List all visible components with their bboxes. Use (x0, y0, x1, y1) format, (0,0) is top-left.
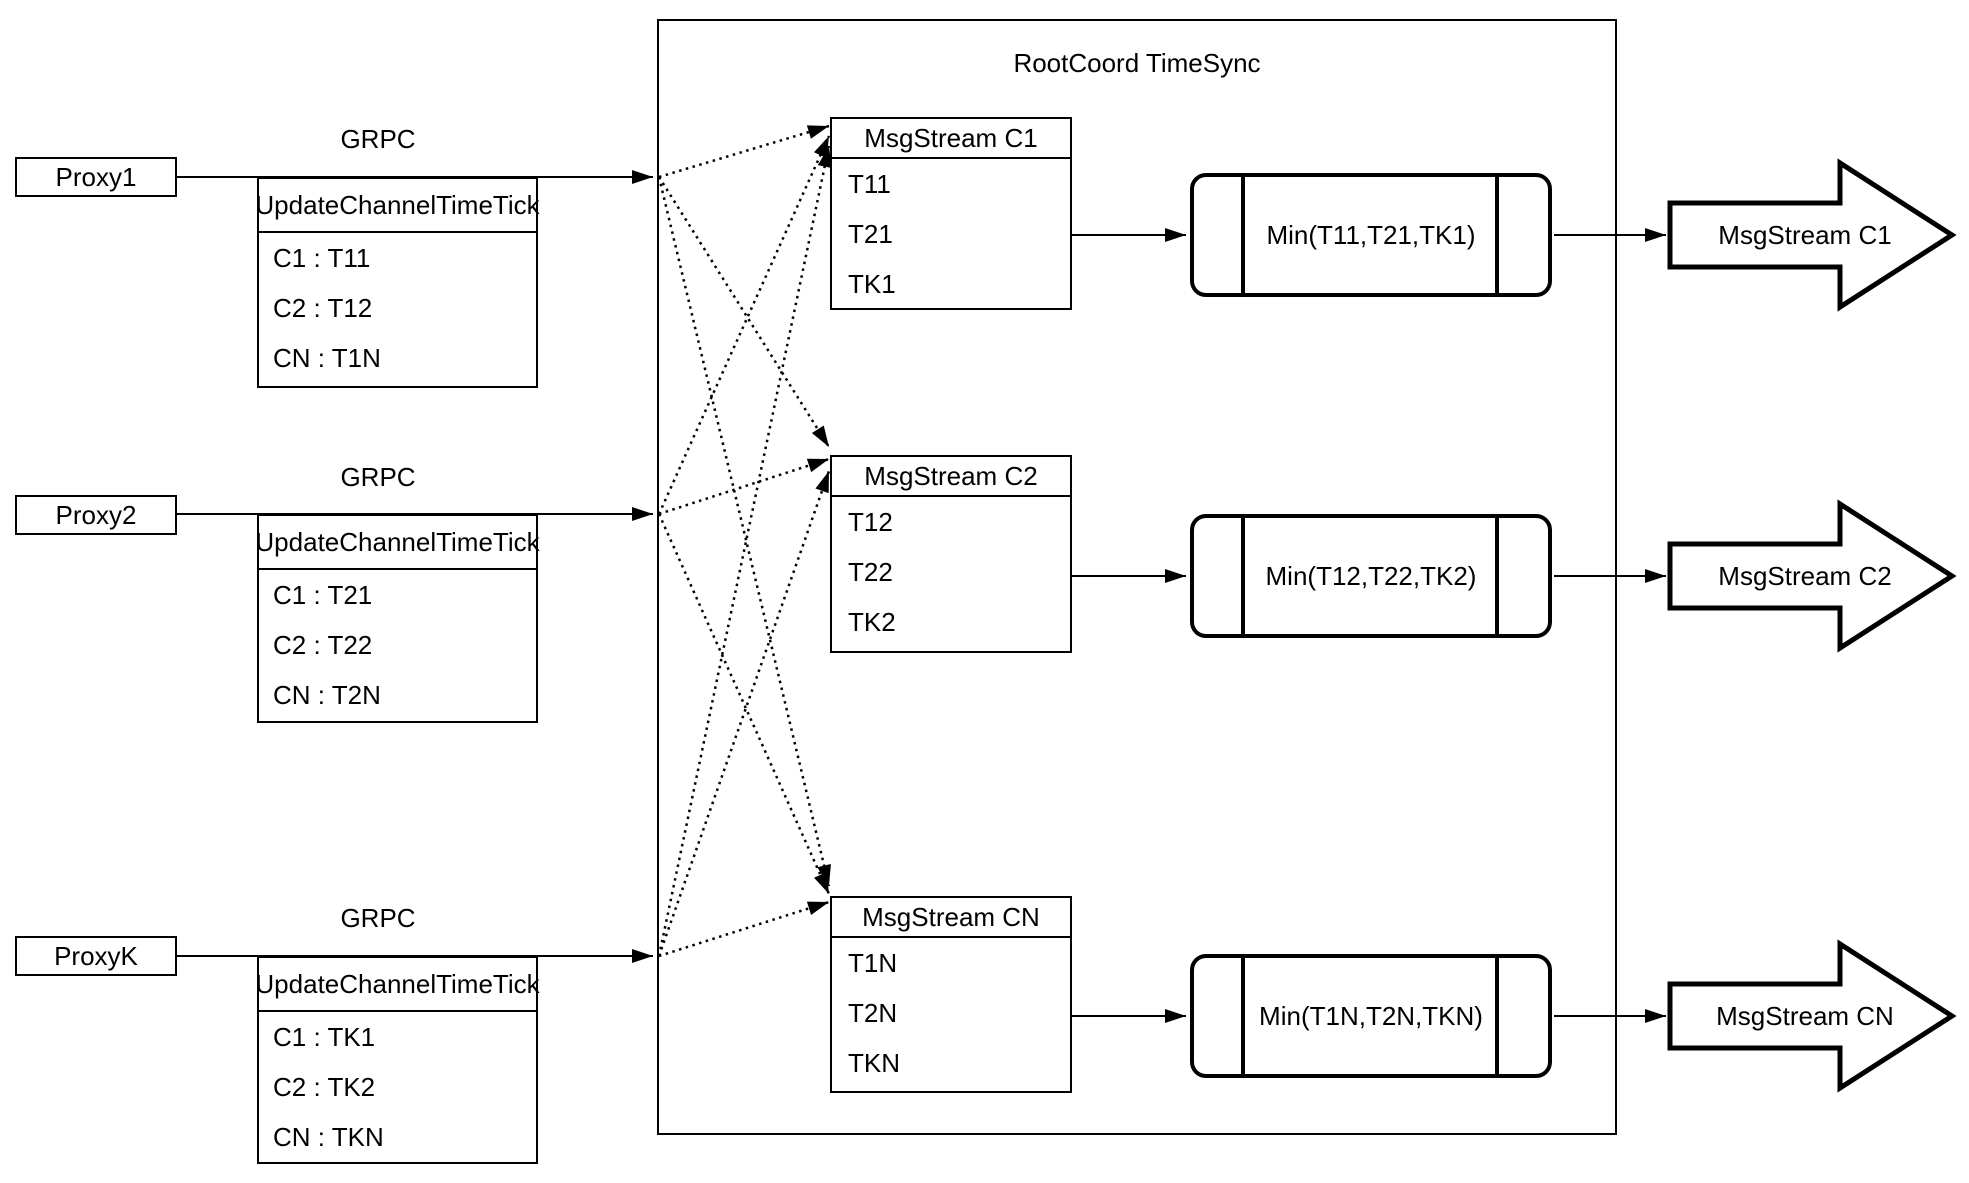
msgstream-table-header: MsgStream CN (832, 898, 1070, 938)
msgstream-table-row: T11 (848, 168, 891, 199)
proxy1-box: Proxy1 (15, 157, 177, 197)
update-timetick-table-1: UpdateChannelTimeTick C1 : T11 C2 : T12 … (255, 177, 540, 388)
output-arrow-label-3: MsgStream CN (1716, 1001, 1894, 1031)
update-timetick-table-2: UpdateChannelTimeTick C1 : T21 C2 : T22 … (255, 514, 540, 723)
min-right-divider (1495, 177, 1499, 293)
update-table-row: C2 : TK2 (273, 1071, 376, 1102)
min-label-3: Min(T1N,T2N,TKN) (1259, 1000, 1483, 1031)
msgstream-c1-table: MsgStream C1 T11 T21 TK1 (830, 117, 1072, 310)
fan-line-proxy2-to-cn (657, 513, 831, 895)
output-arrow-label-2: MsgStream C2 (1718, 561, 1892, 591)
min-aggregator-2: Min(T12,T22,TK2) (1190, 514, 1552, 638)
fan-line-proxyk-to-c1 (657, 145, 832, 957)
update-table-row: CN : T2N (273, 679, 381, 710)
min-right-divider (1495, 518, 1499, 634)
proxy2-box: Proxy2 (15, 495, 177, 535)
msgstream-table-row: T21 (848, 218, 893, 249)
min-right-divider (1495, 958, 1499, 1074)
msgstream-table-row: T22 (848, 556, 893, 587)
msgstream-table-row: TKN (848, 1047, 900, 1078)
proxy1-label: Proxy1 (55, 161, 137, 192)
msgstream-table-row: T12 (848, 506, 893, 537)
min-left-divider (1241, 177, 1245, 293)
min-label-1: Min(T11,T21,TK1) (1266, 219, 1476, 250)
msgstream-cn-table: MsgStream CN T1N T2N TKN (830, 896, 1072, 1093)
min-left-divider (1241, 518, 1245, 634)
fan-line-proxy2-to-c2 (658, 457, 830, 516)
update-table-row: C1 : T21 (273, 579, 373, 610)
grpc-label-2: GRPC (340, 462, 416, 492)
min-aggregator-1: Min(T11,T21,TK1) (1190, 173, 1552, 297)
fan-line-proxyk-to-c2 (657, 470, 831, 957)
msgstream-table-header: MsgStream C1 (832, 119, 1070, 159)
update-table-row: C1 : TK1 (273, 1021, 376, 1052)
output-block-arrow-2 (1667, 499, 1957, 653)
update-table-row: C2 : T22 (273, 629, 373, 660)
fan-line-proxy2-to-c1 (657, 135, 831, 515)
update-table-row: CN : T1N (273, 342, 381, 373)
update-table-header: UpdateChannelTimeTick (255, 516, 540, 570)
msgstream-table-row: T2N (848, 997, 898, 1028)
update-table-row: C2 : T12 (273, 292, 373, 323)
msgstream-table-row: TK1 (848, 268, 896, 299)
msgstream-table-row: T1N (848, 947, 898, 978)
update-table-header: UpdateChannelTimeTick (255, 958, 540, 1012)
msgstream-table-header: MsgStream C2 (832, 457, 1070, 497)
proxyk-box: ProxyK (15, 936, 177, 976)
update-timetick-table-3: UpdateChannelTimeTick C1 : TK1 C2 : TK2 … (255, 956, 540, 1164)
min-left-divider (1241, 958, 1245, 1074)
msgstream-table-row: TK2 (848, 606, 896, 637)
update-table-header: UpdateChannelTimeTick (255, 179, 540, 233)
grpc-label-1: GRPC (340, 124, 416, 154)
rootcoord-title: RootCoord TimeSync (1013, 48, 1261, 78)
msgstream-c2-table: MsgStream C2 T12 T22 TK2 (830, 455, 1072, 653)
min-aggregator-3: Min(T1N,T2N,TKN) (1190, 954, 1552, 1078)
min-label-2: Min(T12,T22,TK2) (1265, 560, 1477, 591)
output-block-arrow-3 (1667, 939, 1957, 1093)
fan-line-proxy1-to-cn (657, 176, 831, 887)
fan-line-proxy1-to-c2 (657, 176, 831, 448)
proxyk-label: ProxyK (54, 940, 138, 971)
proxy2-label: Proxy2 (55, 499, 137, 530)
update-table-row: CN : TKN (273, 1121, 384, 1152)
fan-line-proxy1-to-c1 (658, 124, 830, 179)
fan-line-proxyk-to-cn (658, 900, 830, 958)
output-arrow-label-1: MsgStream C1 (1718, 220, 1892, 250)
update-table-row: C1 : T11 (273, 242, 371, 273)
output-block-arrow-1 (1667, 158, 1957, 312)
grpc-label-3: GRPC (340, 903, 416, 933)
